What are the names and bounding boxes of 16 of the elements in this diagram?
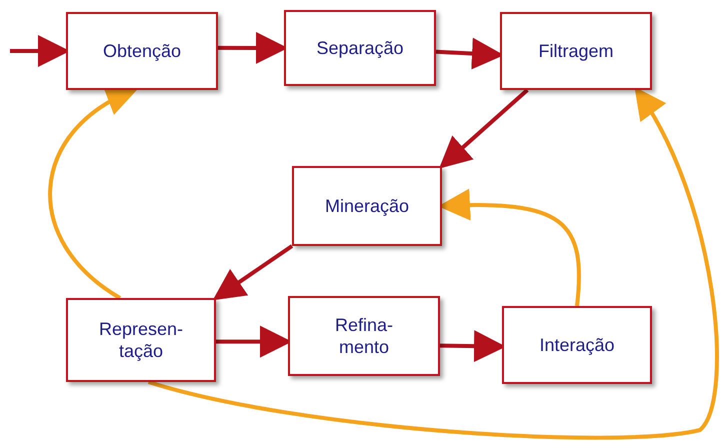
- process-box: [66, 298, 216, 382]
- box-label: Separação: [316, 36, 404, 60]
- process-box: [288, 296, 440, 376]
- process-box: [502, 306, 652, 384]
- box-label: Interação: [539, 334, 615, 356]
- process-box: [284, 10, 436, 86]
- process-box: [292, 166, 442, 246]
- box-label: Represen- tação: [98, 318, 184, 362]
- process-box: [66, 12, 218, 90]
- arrow: [212, 244, 294, 300]
- box-label: Filtragem: [538, 40, 614, 62]
- box-label: Refina- mento: [334, 314, 394, 358]
- box-label: Obtenção: [102, 40, 182, 62]
- process-box: [500, 12, 652, 90]
- box-label: Mineração: [324, 194, 410, 218]
- arrow: [439, 88, 529, 169]
